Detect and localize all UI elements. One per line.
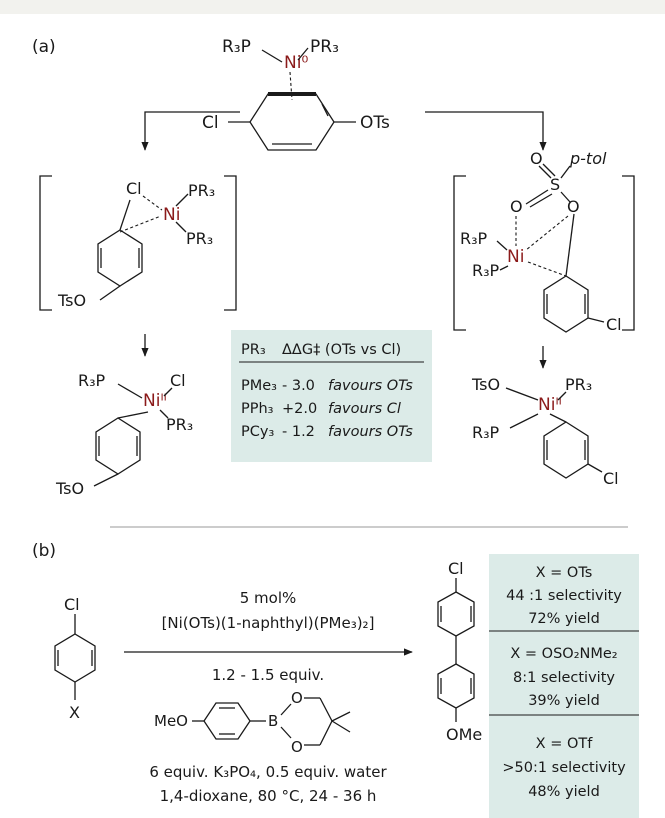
table-row-1-ligand: PMe₃ [241, 378, 277, 394]
panel-a-label: (a) [32, 37, 56, 57]
table-row-1-note: favours OTs [328, 378, 413, 394]
top-border-strip [0, 0, 665, 14]
substrate-x: X [69, 703, 80, 722]
table-row-1-value: - 3.0 [282, 378, 315, 394]
result-1-yield: 72% yield [528, 611, 600, 627]
prod-left-pr3: PR₃ [166, 415, 193, 434]
ts-right-o-top: O [530, 149, 543, 168]
panel-b-label: (b) [32, 541, 56, 561]
substrate-cl: Cl [64, 595, 80, 614]
reactant-r3p: R₃P [222, 37, 251, 57]
table-row-2-value: +2.0 [282, 401, 317, 417]
ts-left-ni: Ni [163, 205, 180, 225]
ts-right-r3p-top: R₃P [460, 229, 488, 248]
product-cl: Cl [448, 559, 464, 578]
prod-right-pr3: PR₃ [565, 375, 592, 394]
ts-right-cl: Cl [606, 315, 622, 334]
result-1-x: X = OTs [536, 565, 593, 581]
reactant-ni0: Ni⁰ [284, 53, 308, 73]
results-panel: X = OTs 44 :1 selectivity 72% yield X = … [489, 554, 639, 818]
boronate-o-bottom: O [291, 738, 303, 756]
result-3-x: X = OTf [536, 736, 594, 752]
catalyst-formula: [Ni(OTs)(1-naphthyl)(PMe₃)₂] [162, 614, 375, 632]
table-row-3-note: favours OTs [328, 424, 413, 440]
table-row-3-ligand: PCy₃ [241, 424, 274, 440]
result-3-yield: 48% yield [528, 784, 600, 800]
reactant-cl: Cl [202, 113, 219, 133]
result-2-selectivity: 8:1 selectivity [513, 670, 615, 686]
reagent-equiv: 1.2 - 1.5 equiv. [212, 666, 324, 684]
ts-right-ptol: p-tol [569, 149, 607, 168]
base-conditions: 6 equiv. K₃PO₄, 0.5 equiv. water [149, 763, 387, 781]
ts-right-r3p-bottom: R₃P [472, 261, 500, 280]
ts-left-cl: Cl [126, 179, 142, 198]
table-row-2-ligand: PPh₃ [241, 401, 274, 417]
catalyst-loading: 5 mol% [240, 589, 297, 607]
solvent-conditions: 1,4-dioxane, 80 °C, 24 - 36 h [160, 787, 377, 805]
product-right-ni-tosylate: TsO Niᴵᴵ PR₃ R₃P Cl [471, 375, 619, 488]
prod-left-cl: Cl [170, 371, 186, 390]
table-header-ddg-text: ΔΔG‡ (OTs vs Cl) [282, 342, 401, 358]
reactant-ni0-complex: R₃P Ni⁰ PR₃ Cl OTs [202, 37, 390, 151]
ts-left-c-cl-activation: Cl Ni PR₃ PR₃ TsO [39, 175, 237, 311]
result-2-yield: 39% yield [528, 693, 600, 709]
result-1-selectivity: 44 :1 selectivity [506, 588, 622, 604]
product-ome: OMe [446, 725, 482, 744]
ts-left-pr3-top: PR₃ [188, 181, 215, 200]
boronate-o-top: O [291, 689, 303, 707]
ts-right-o-left: O [510, 197, 523, 216]
table-header-ddg: ΔΔG‡ (OTs vs Cl) [282, 342, 401, 358]
prod-left-r3p: R₃P [78, 371, 106, 390]
biaryl-product: Cl OMe [437, 559, 482, 744]
energy-table: PR₃ ΔΔG‡ (OTs vs Cl) PMe₃ - 3.0 favours … [231, 330, 432, 462]
prod-right-tso: TsO [471, 375, 500, 394]
product-left-ni-chloride: R₃P Niᴵᴵ Cl PR₃ TsO [55, 371, 193, 498]
ts-right-ni: Ni [507, 247, 524, 267]
prod-right-cl: Cl [603, 469, 619, 488]
table-row-3-value: - 1.2 [282, 424, 315, 440]
ts-right-s: S [550, 175, 560, 194]
reactant-ots: OTs [360, 113, 390, 133]
result-2-x: X = OSO₂NMe₂ [510, 646, 617, 662]
boronate-meo: MeO [154, 712, 188, 730]
table-header-ligand: PR₃ [241, 342, 266, 358]
ts-right-c-ots-activation: O p-tol S O O R₃P Ni R₃P Cl [453, 149, 635, 334]
boronate-b: B [268, 712, 278, 730]
table-row-2-note: favours Cl [328, 401, 401, 417]
result-3-selectivity: >50:1 selectivity [502, 760, 626, 776]
prod-left-ni: Niᴵᴵ [143, 391, 167, 411]
reactant-pr3: PR₃ [310, 37, 339, 57]
ts-left-pr3-bottom: PR₃ [186, 229, 213, 248]
prod-right-ni: Niᴵᴵ [538, 395, 562, 415]
prod-right-r3p: R₃P [472, 423, 500, 442]
ts-left-tso: TsO [57, 291, 86, 310]
substrate-aryl-chloride: Cl X [54, 595, 96, 722]
prod-left-tso: TsO [55, 479, 84, 498]
reaction-conditions: 5 mol% [Ni(OTs)(1-naphthyl)(PMe₃)₂] 1.2 … [149, 589, 387, 805]
